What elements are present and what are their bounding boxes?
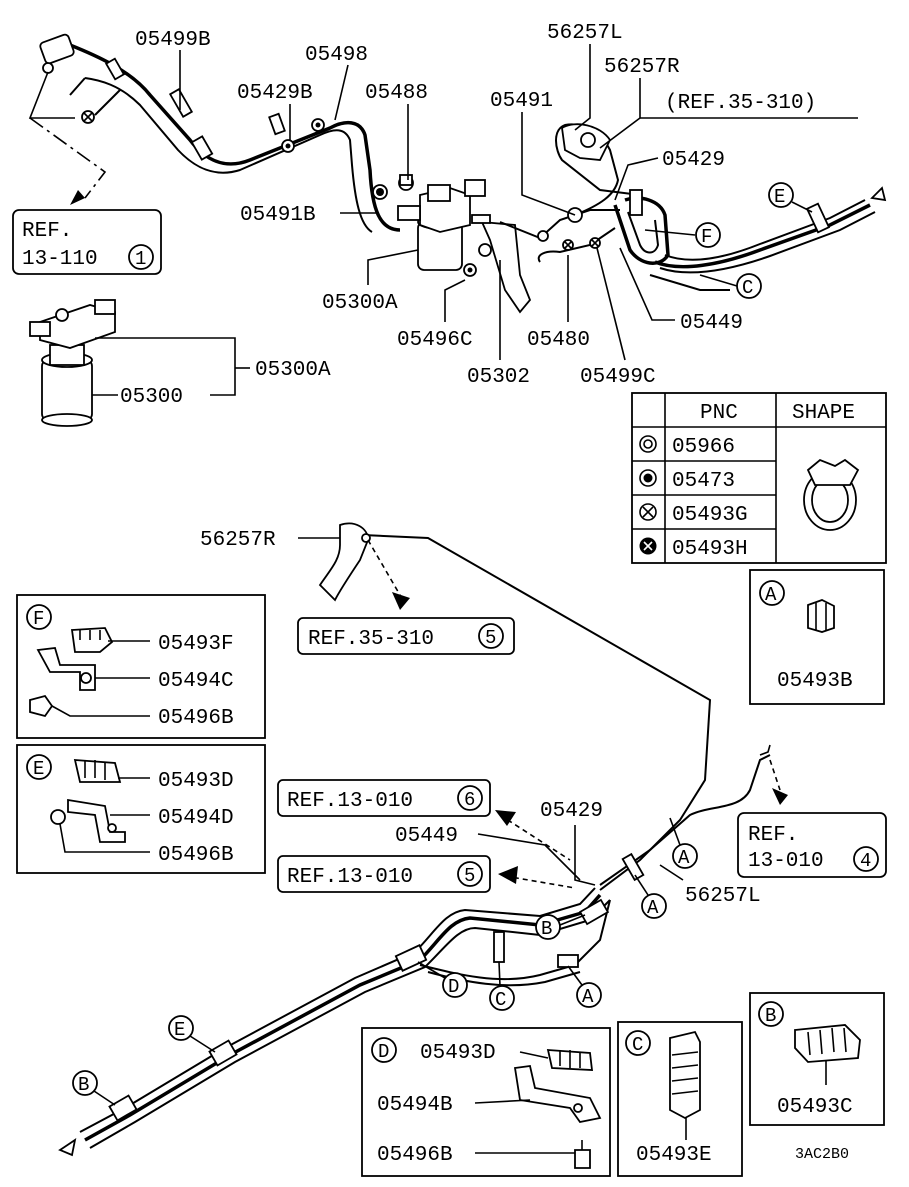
- label-ref-35-310-top: (REF.35-310): [665, 92, 816, 115]
- detail-F-letter: F: [33, 608, 44, 630]
- detail-D-part-1: 05493D: [420, 1042, 496, 1065]
- label-05300A-mid: 05300A: [255, 359, 331, 382]
- detail-A-letter: A: [765, 584, 777, 606]
- detail-C-part: 05493E: [636, 1144, 712, 1167]
- ref-13-010-box-6: REF.13-010 6: [277, 779, 491, 817]
- ref-13-010-box-5: REF.13-010 5: [277, 855, 491, 893]
- callout-C-bot: C: [495, 989, 506, 1011]
- ref-13-110-box: REF. 13-110 1: [12, 209, 162, 275]
- pnc-header: PNC: [700, 402, 738, 425]
- label-05488: 05488: [365, 82, 428, 105]
- label-05496C: 05496C: [397, 329, 473, 352]
- detail-E-part-3: 05496B: [158, 844, 234, 867]
- ref-13-110-line1: REF.: [22, 220, 72, 243]
- label-05449-bot: 05449: [395, 825, 458, 848]
- callout-A-2: A: [647, 897, 659, 919]
- label-05449-top: 05449: [680, 312, 743, 335]
- filter-detail: 05300A 05300: [29, 299, 331, 427]
- detail-E-part-2: 05494D: [158, 807, 234, 830]
- label-05300A-top: 05300A: [322, 292, 398, 315]
- label-05429-bot: 05429: [540, 800, 603, 823]
- label-05302: 05302: [467, 366, 530, 389]
- ref-13-110-line2: 13-110: [22, 248, 98, 271]
- detail-A-box: A 05493B: [749, 569, 885, 705]
- callout-A-1: A: [678, 847, 690, 869]
- detail-E-box: E 05493D 05494D 05496B: [16, 744, 266, 874]
- detail-F-part-1: 05493F: [158, 633, 234, 656]
- pnc-row-4: 05493H: [672, 538, 748, 561]
- mid-labels: 56257R 05429 05449 56257L: [200, 529, 761, 908]
- detail-C-box: C 05493E: [617, 1021, 743, 1177]
- pnc-table: PNC SHAPE 05966 05473 05493G 05493H: [631, 392, 887, 564]
- ref-35-310-text: REF.35-310: [308, 628, 434, 651]
- label-05480: 05480: [527, 329, 590, 352]
- label-56257R-mid: 56257R: [200, 529, 276, 552]
- ref-35-310-num: 5: [485, 627, 496, 649]
- callout-E-top: E: [774, 186, 785, 208]
- ref-13-010-5-text: REF.13-010: [287, 866, 413, 889]
- callout-D: D: [448, 976, 459, 998]
- detail-B-part: 05493C: [777, 1096, 853, 1119]
- detail-F-part-3: 05496B: [158, 707, 234, 730]
- callout-C-top: C: [742, 277, 753, 299]
- bottom-callouts: A A B A D C E B: [72, 817, 698, 1106]
- detail-B-box: B 05493C: [749, 992, 885, 1126]
- top-fuel-filter-assembly: [28, 33, 887, 314]
- detail-D-part-3: 05496B: [377, 1144, 453, 1167]
- ref-13-010-4-num: 4: [860, 850, 871, 872]
- pnc-row-1: 05966: [672, 436, 735, 459]
- label-05498: 05498: [305, 44, 368, 67]
- detail-E-part-1: 05493D: [158, 770, 234, 793]
- callout-F-top: F: [701, 226, 712, 248]
- detail-F-part-2: 05494C: [158, 670, 234, 693]
- ref-13-010-4-line2: 13-010: [748, 850, 824, 873]
- callout-A-3: A: [582, 986, 594, 1008]
- clamp-shape-icon: [803, 458, 860, 531]
- label-56257L-bot: 56257L: [685, 885, 761, 908]
- label-56257R-top: 56257R: [604, 56, 680, 79]
- ref-13-010-4-line1: REF.: [748, 824, 798, 847]
- detail-C-letter: C: [632, 1034, 643, 1056]
- ref-13-010-box-4: REF. 13-010 4: [737, 812, 887, 878]
- long-pipe-route: [58, 522, 788, 1157]
- top-callouts: E F C: [644, 182, 813, 299]
- pnc-row-3: 05493G: [672, 504, 748, 527]
- pnc-row-2: 05473: [672, 470, 735, 493]
- callout-B-2: B: [78, 1074, 89, 1096]
- detail-D-letter: D: [378, 1041, 389, 1063]
- ref-35-310-box: REF.35-310 5: [297, 617, 515, 655]
- ref-13-010-6-num: 6: [464, 789, 475, 811]
- detail-B-letter: B: [765, 1005, 776, 1027]
- detail-F-box: F 05493F 05494C 05496B: [16, 594, 266, 739]
- label-56257L-top: 56257L: [547, 22, 623, 45]
- ref-13-010-5-num: 5: [464, 865, 475, 887]
- top-labels: 05499B 05498 05429B 05488 56257L 56257R …: [135, 22, 858, 389]
- callout-E-bot: E: [174, 1019, 185, 1041]
- label-05491B: 05491B: [240, 204, 316, 227]
- detail-D-box: D 05493D 05494B 05496B: [361, 1027, 611, 1177]
- label-05499B: 05499B: [135, 29, 211, 52]
- detail-E-letter: E: [33, 758, 44, 780]
- ref-13-010-6-text: REF.13-010: [287, 790, 413, 813]
- callout-B-1: B: [541, 918, 552, 940]
- shape-header: SHAPE: [792, 402, 855, 425]
- label-05499C: 05499C: [580, 366, 656, 389]
- ref-arrows: [495, 810, 576, 889]
- label-05429-top: 05429: [662, 149, 725, 172]
- diagram-id: 3AC2B0: [795, 1146, 849, 1163]
- label-05491: 05491: [490, 90, 553, 113]
- detail-A-part: 05493B: [777, 670, 853, 693]
- label-05429B: 05429B: [237, 82, 313, 105]
- label-05300: 05300: [120, 386, 183, 409]
- detail-D-part-2: 05494B: [377, 1094, 453, 1117]
- ref-13-110-num: 1: [135, 248, 146, 270]
